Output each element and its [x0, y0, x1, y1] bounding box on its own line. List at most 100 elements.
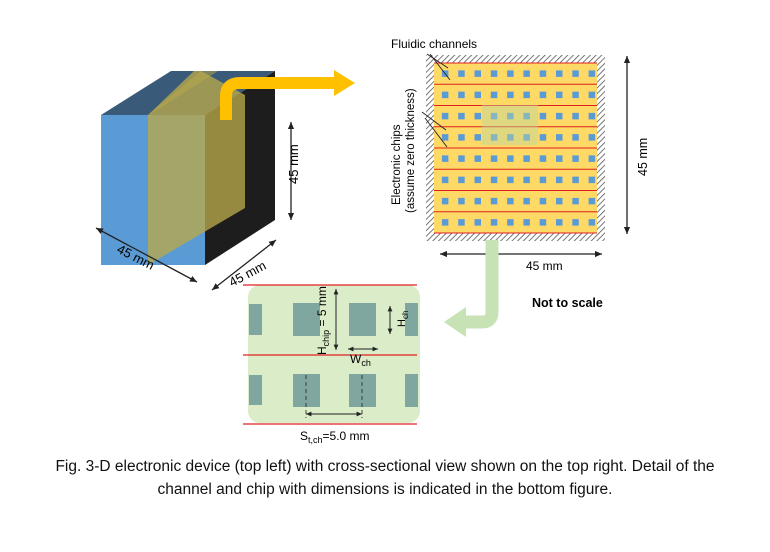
electronic-chip-square: [507, 91, 514, 99]
electronic-chip-square: [556, 112, 563, 120]
fluidic-leader-line-1: [426, 53, 449, 69]
chip-block: [349, 303, 376, 336]
pitch-label: St,ch=5.0 mm: [300, 429, 370, 445]
electronic-chip-square: [539, 219, 547, 226]
electronic-chip-square: [588, 219, 596, 226]
electronic-chip-square: [572, 176, 579, 184]
chip-block: [293, 303, 320, 336]
electronic-chip-square: [572, 70, 579, 77]
h-chip-label: Hchip = 5 mm: [315, 286, 331, 355]
electronic-chip-square: [572, 197, 579, 205]
electronic-chip-square: [539, 176, 547, 184]
electronic-chip-square: [490, 176, 498, 184]
electronic-chip-square: [458, 134, 465, 141]
cube-right-dimension-arrow: [211, 239, 277, 291]
not-to-scale-note: Not to scale: [532, 296, 603, 310]
chip-block: [293, 374, 320, 407]
electronic-chip-square: [474, 134, 481, 141]
chip-block: [349, 374, 376, 407]
chip-block: [249, 375, 262, 405]
electronic-chip-square: [588, 176, 596, 184]
electronic-chip-square: [556, 219, 563, 226]
electronic-chip-square: [572, 134, 579, 141]
electronic-chip-square: [474, 176, 481, 184]
electronic-chip-square: [539, 155, 547, 162]
yellow-arrowhead: [334, 70, 355, 96]
cube-slice-top: [148, 71, 218, 115]
electronic-chip-square: [441, 134, 449, 141]
electronic-chip-square: [441, 112, 449, 120]
cube-height-dimension-label: 45 mm: [286, 144, 301, 184]
cross-section-width-label: 45 mm: [526, 259, 563, 273]
chips-leader-line-1: [421, 111, 447, 131]
chip-block: [405, 303, 418, 336]
cross-section-height-label: 45 mm: [636, 138, 650, 176]
electronic-chip-square: [523, 155, 530, 162]
electronic-chip-square: [556, 197, 563, 205]
electronic-chip-square: [458, 197, 465, 205]
h-ch-label: Hch: [396, 311, 410, 327]
electronic-chip-square: [588, 134, 596, 141]
caption-line-2: channel and chip with dimensions is indi…: [157, 481, 613, 498]
electronic-chip-square: [523, 112, 530, 120]
electronic-chip-square: [490, 112, 498, 120]
zero-thickness-label: (assume zero thickness): [405, 88, 417, 213]
detail-background: [248, 285, 420, 423]
electronic-chip-square: [539, 70, 547, 77]
green-arrow-shaft: [465, 240, 499, 329]
electronic-chip-square: [588, 112, 596, 120]
electronic-chip-square: [458, 91, 465, 99]
caption-line-1: Fig. 3-D electronic device (top left) wi…: [55, 458, 715, 475]
electronic-chips-label: Electronic chips: [391, 124, 403, 205]
chips-leader-line-2: [424, 117, 448, 148]
fluidic-channels-title: Fluidic channels: [391, 37, 477, 51]
electronic-chip-square: [507, 112, 514, 120]
electronic-chip-square: [458, 155, 465, 162]
electronic-chip-square: [523, 197, 530, 205]
cross-section-grid: [434, 62, 597, 234]
electronic-chip-square: [572, 91, 579, 99]
electronic-chip-square: [490, 91, 498, 99]
electronic-chip-square: [539, 134, 547, 141]
electronic-chip-square: [523, 91, 530, 99]
electronic-chip-square: [556, 134, 563, 141]
electronic-chip-square: [556, 155, 563, 162]
electronic-chip-square: [458, 70, 465, 77]
chip-block: [405, 374, 418, 407]
w-ch-label: Wch: [350, 352, 371, 368]
electronic-chip-square: [572, 112, 579, 120]
electronic-chip-square: [474, 70, 481, 77]
electronic-chip-square: [507, 155, 514, 162]
electronic-chip-square: [490, 155, 498, 162]
electronic-chip-square: [458, 219, 465, 226]
electronic-chip-square: [458, 112, 465, 120]
green-arrowhead: [444, 307, 466, 337]
cross-section-green-overlay: [482, 105, 538, 145]
electronic-chip-square: [490, 219, 498, 226]
electronic-chip-square: [572, 155, 579, 162]
electronic-chip-square: [441, 91, 449, 99]
cube-group: [101, 71, 275, 265]
electronic-chip-square: [507, 134, 514, 141]
electronic-chip-square: [507, 176, 514, 184]
electronic-chip-square: [441, 197, 449, 205]
electronic-chip-square: [474, 112, 481, 120]
electronic-chip-square: [507, 70, 514, 77]
electronic-chip-square: [523, 176, 530, 184]
electronic-chip-square: [539, 112, 547, 120]
electronic-chip-square: [539, 197, 547, 205]
electronic-chip-square: [588, 197, 596, 205]
electronic-chip-square: [490, 70, 498, 77]
electronic-chip-square: [458, 176, 465, 184]
electronic-chip-square: [441, 155, 449, 162]
chip-block: [249, 304, 262, 335]
figure-caption: Fig. 3-D electronic device (top left) wi…: [0, 455, 770, 501]
electronic-chip-square: [523, 70, 530, 77]
electronic-chip-square: [572, 219, 579, 226]
electronic-chip-square: [441, 219, 449, 226]
fluidic-leader-line-2: [429, 53, 451, 81]
electronic-chip-square: [490, 197, 498, 205]
electronic-chip-square: [523, 134, 530, 141]
electronic-chip-square: [474, 91, 481, 99]
